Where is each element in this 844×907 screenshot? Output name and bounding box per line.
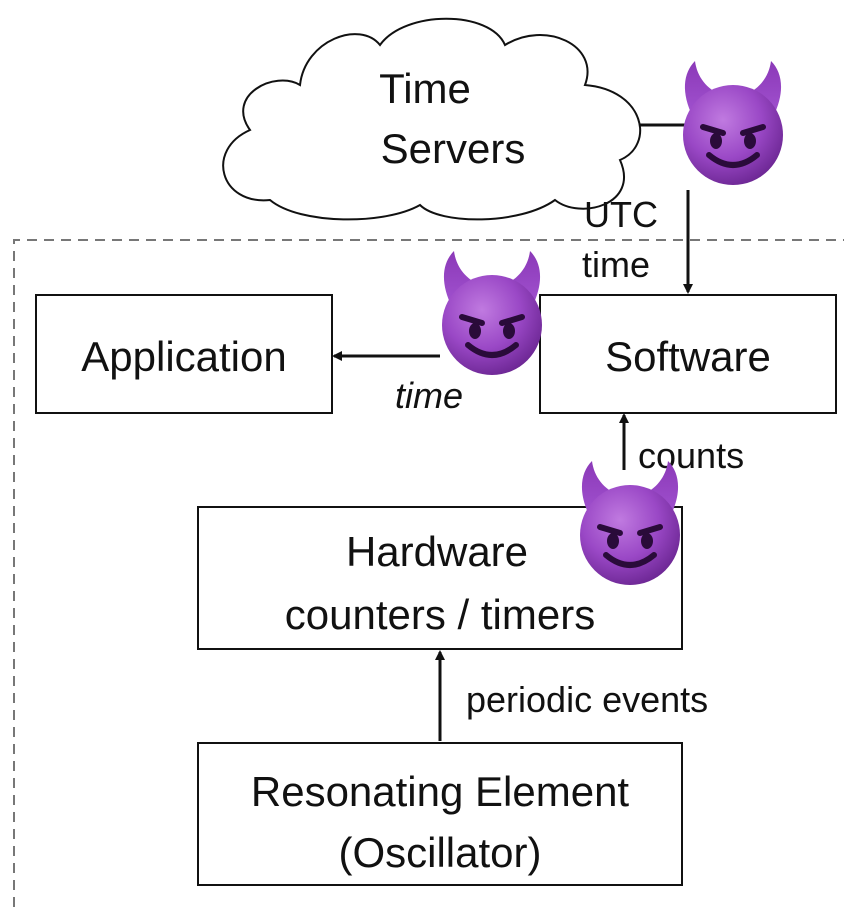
hardware-label-line1: Hardware [346,528,528,575]
cloud-label-line2: Servers [381,125,526,172]
time-edge: time [332,351,463,416]
time-label: time [395,375,463,416]
utc-time-edge: UTC time [582,190,693,294]
resonator-label-line2: (Oscillator) [338,829,541,876]
software-box: Software [539,294,837,414]
utc-label-line2: time [582,244,650,285]
trust-boundary [13,239,844,907]
periodic-events-label: periodic events [466,679,708,720]
software-label: Software [605,333,771,380]
time-servers-cloud: Time Servers [222,17,642,221]
resonator-label-line1: Resonating Element [251,768,630,815]
cloud-label-line1: Time [379,65,471,112]
application-box: Application [35,294,333,414]
application-label: Application [81,333,286,380]
hardware-label-line2: counters / timers [285,591,595,638]
smiling-devil-icon [442,251,542,375]
resonator-box: Resonating Element (Oscillator) [197,742,683,886]
cloud-shape [222,17,642,221]
counts-label: counts [638,435,744,476]
counts-edge: counts [619,413,744,476]
periodic-events-edge: periodic events [435,650,708,741]
smiling-devil-icon [683,61,783,185]
smiling-devil-icon [580,461,680,585]
utc-label-line1: UTC [584,194,658,235]
